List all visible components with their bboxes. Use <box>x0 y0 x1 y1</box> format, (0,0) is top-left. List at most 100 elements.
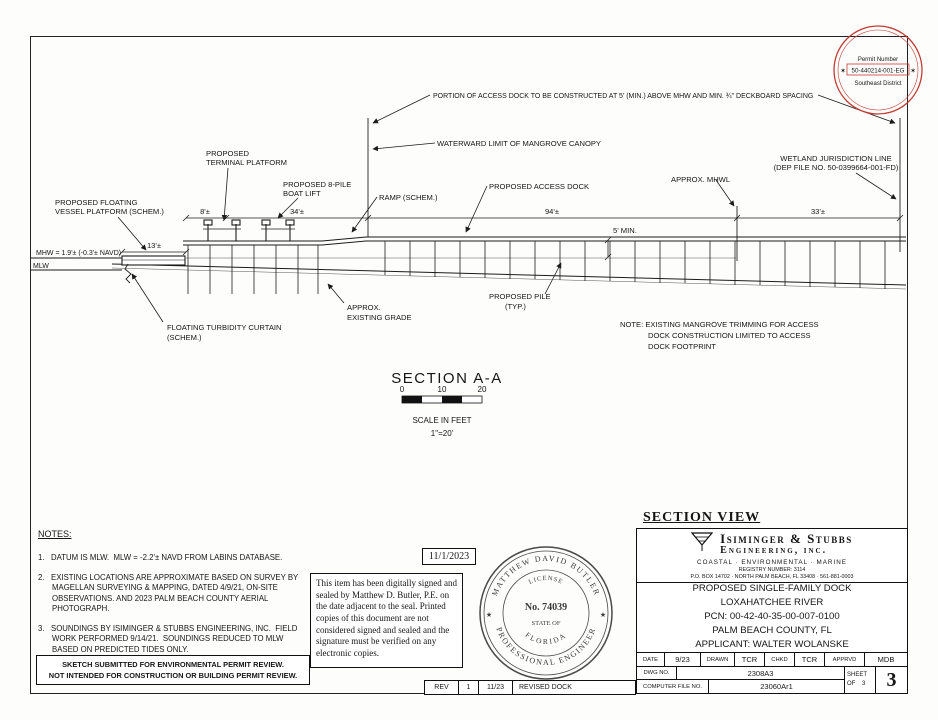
scale-ratio: 1"=20' <box>431 429 454 438</box>
scale-tick-0: 0 <box>400 385 405 394</box>
label-access-dock: PROPOSED ACCESS DOCK <box>489 182 589 191</box>
seal-state-of: STATE OF <box>532 620 561 627</box>
turbidity-curtain <box>124 263 132 284</box>
label-turbidity-1: FLOATING TURBIDITY CURTAIN <box>167 323 281 332</box>
company-name-1: Isiminger & Stubbs <box>720 531 853 546</box>
sheet-number: 3 <box>886 668 897 691</box>
rev-description: REVISED DOCK <box>519 684 572 691</box>
signature-date: 11/1/2023 <box>422 548 476 565</box>
project-applicant: APPLICANT: WALTER WOLANSKE <box>695 638 849 650</box>
dim-94ft: 94'± <box>545 207 559 216</box>
chkd-label: CHKD <box>765 653 795 666</box>
drawn-value: TCR <box>735 653 765 666</box>
file-no-value: 23060Ar1 <box>760 682 793 691</box>
label-terminal-platform-1: PROPOSED <box>206 149 250 158</box>
scale-tick-20: 20 <box>478 385 487 394</box>
rev-label: REV <box>425 681 459 694</box>
revision-row: REV 1 11/23 REVISED DOCK <box>424 680 636 695</box>
company-tagline: COASTAL · ENVIRONMENTAL · MARINE <box>697 559 847 566</box>
rev-date: 11/23 <box>479 681 513 694</box>
stamp-star-left: ✶ <box>840 67 846 75</box>
permit-stamp: Permit Number 50-440214-001-EG Southeast… <box>833 25 923 115</box>
project-location: LOXAHATCHEE RIVER <box>720 597 824 609</box>
drawn-label: DRAWN <box>701 653 735 666</box>
label-terminal-platform-2: TERMINAL PLATFORM <box>206 158 287 167</box>
seal-star-right: ★ <box>600 611 606 619</box>
dim-33ft: 33'± <box>811 207 825 216</box>
label-floating-vessel-1: PROPOSED FLOATING <box>55 198 138 207</box>
label-ramp: RAMP (SCHEM.) <box>379 193 438 202</box>
sheet-cell: SHEET OF 3 <box>844 667 876 693</box>
project-county: PALM BEACH COUNTY, FL <box>712 624 832 636</box>
label-floating-vessel-2: VESSEL PLATFORM (SCHEM.) <box>55 207 164 216</box>
label-boat-lift-1: PROPOSED 8-PILE <box>283 180 351 189</box>
stamp-line1: Permit Number <box>858 57 898 63</box>
label-mhw: MHW = 1.9'± (-0.3'± NAVD) <box>36 250 121 257</box>
disclaimer-line-1: SKETCH SUBMITTED FOR ENVIRONMENTAL PERMI… <box>62 659 284 669</box>
mangrove-note-3: DOCK FOOTPRINT <box>648 342 716 351</box>
label-wetland-1: WETLAND JURISDICTION LINE <box>780 154 891 163</box>
stamp-permit-number: 50-440214-001-EG <box>852 68 905 75</box>
label-boat-lift-2: BOAT LIFT <box>283 189 321 198</box>
digital-signature-statement: This item has been digitally signed and … <box>310 573 463 668</box>
label-mhwl: APPROX. MHWL <box>671 175 730 184</box>
label-pile-2: (TYP.) <box>505 302 526 311</box>
grade-lines <box>111 263 907 290</box>
date-label: DATE <box>637 653 665 666</box>
project-title: PROPOSED SINGLE-FAMILY DOCK <box>692 583 852 595</box>
scale-bar: 0 10 20 SCALE IN FEET 1"=20' <box>400 385 487 438</box>
dim-8ft: 8'± <box>200 207 210 216</box>
rev-number: 1 <box>459 681 479 694</box>
dim-13ft: 13'± <box>147 241 161 250</box>
project-pcn: PCN: 00-42-40-35-00-007-0100 <box>704 611 840 623</box>
dwg-no-label: DWG NO. <box>637 667 677 679</box>
engineer-seal: MATTHEW DAVID BUTLER PROFESSIONAL ENGINE… <box>479 546 613 680</box>
company-registry: REGISTRY NUMBER: 3114 <box>738 567 806 573</box>
dim-34ft: 34'± <box>290 207 304 216</box>
svg-text:PROFESSIONAL ENGINEER: PROFESSIONAL ENGINEER <box>494 626 597 667</box>
company-name-2: Engineering, inc. <box>720 545 828 556</box>
label-mangrove-limit: WATERWARD LIMIT OF MANGROVE CANOPY <box>437 139 601 148</box>
date-value: 9/23 <box>665 653 701 666</box>
dimension-lines <box>118 214 904 261</box>
seal-license-number: No. 74039 <box>525 602 567 613</box>
sheet-label: SHEET <box>847 672 868 678</box>
reference-lines <box>367 118 901 261</box>
notes-heading: NOTES: <box>38 529 72 539</box>
dim-5min: 5' MIN. <box>613 226 637 235</box>
view-title: SECTION VIEW <box>643 510 761 525</box>
notes-block: NOTES: 1. DATUM IS MLW. MLW = -2.2'± NAV… <box>38 528 310 664</box>
label-grade-2: EXISTING GRADE <box>347 313 412 322</box>
label-wetland-2: (DEP FILE NO. 50-0399664-001-FD) <box>774 163 899 172</box>
apprvd-label: APPRVD <box>825 653 865 666</box>
label-grade-1: APPROX. <box>347 303 381 312</box>
title-block-table: DATE 9/23 DRAWN TCR CHKD TCR APPRVD MDB … <box>637 653 907 693</box>
note-2: 2. EXISTING LOCATIONS ARE APPROXIMATE BA… <box>38 572 301 614</box>
svg-text:FLORIDA: FLORIDA <box>524 630 569 646</box>
svg-text:LICENSE: LICENSE <box>528 575 565 586</box>
file-no-label: COMPUTER FILE NO. <box>637 680 709 693</box>
mangrove-note-1: NOTE: EXISTING MANGROVE TRIMMING FOR ACC… <box>620 320 819 329</box>
sheet-of: OF 3 <box>847 681 866 687</box>
seal-florida-arc: FLORIDA <box>524 630 567 646</box>
piles <box>187 241 886 294</box>
company-address: P.O. BOX 14702 · NORTH PALM BEACH, FL 33… <box>690 574 854 580</box>
scale-label: SCALE IN FEET <box>412 416 471 425</box>
company-logo-icon <box>690 532 714 557</box>
label-turbidity-2: (SCHEM.) <box>167 333 202 342</box>
note-1: 1. DATUM IS MLW. MLW = -2.2'± NAVD FROM … <box>38 553 283 563</box>
stamp-star-right: ✶ <box>910 67 916 75</box>
section-drawing: PORTION OF ACCESS DOCK TO BE CONSTRUCTED… <box>31 25 923 438</box>
project-panel: PROPOSED SINGLE-FAMILY DOCK LOXAHATCHEE … <box>637 583 907 653</box>
chkd-value: TCR <box>795 653 825 666</box>
seal-profession-arc: PROFESSIONAL ENGINEER <box>494 626 596 667</box>
title-block: Isiminger & Stubbs Engineering, inc. COA… <box>636 528 908 694</box>
label-top-note: PORTION OF ACCESS DOCK TO BE CONSTRUCTED… <box>433 93 813 100</box>
dwg-no-value: 2308A3 <box>747 668 774 678</box>
stamp-line3: Southeast District <box>854 81 901 87</box>
scale-tick-10: 10 <box>438 385 447 394</box>
dock-structure <box>121 219 906 284</box>
seal-star-left: ★ <box>486 611 492 619</box>
label-pile-1: PROPOSED PILE <box>489 292 551 301</box>
